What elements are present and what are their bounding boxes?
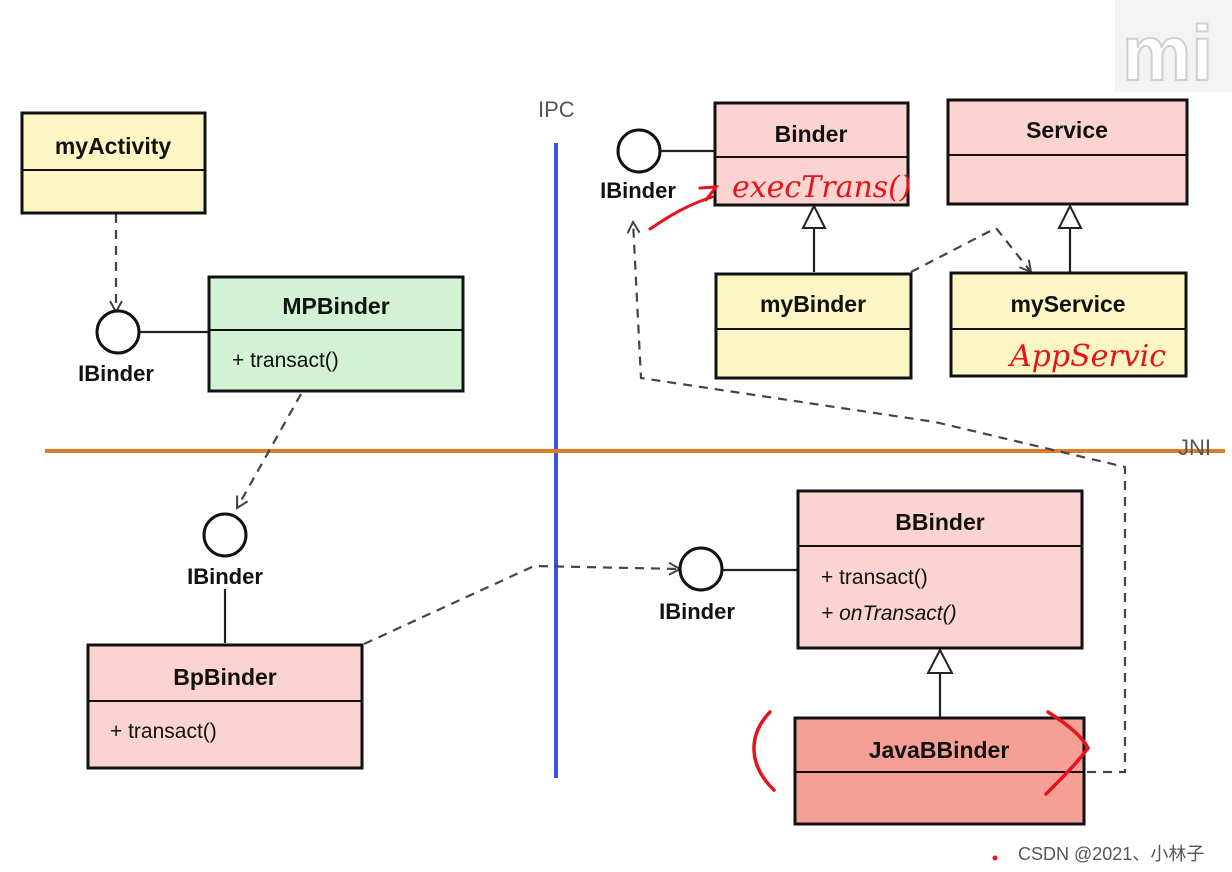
- inherit-arrow-service: [1057, 203, 1083, 229]
- ibinder-interface-binder: IBinder: [600, 128, 676, 203]
- class-mybinder: myBinder: [714, 272, 913, 380]
- class-myservice: myService: [949, 271, 1188, 378]
- class-title: myService: [1010, 291, 1125, 317]
- handwritten-brackets-javabbinder: [752, 710, 1091, 796]
- logo-watermark: mi: [1115, 0, 1232, 98]
- inherit-arrow-bbinder: [926, 647, 954, 674]
- credit-watermark: CSDN @2021、小林子: [1018, 844, 1204, 864]
- interface-circle-icon: [202, 512, 248, 558]
- svg-text:mi: mi: [1122, 9, 1213, 97]
- class-method: + onTransact(): [821, 602, 957, 625]
- right-bracket-icon: [1044, 710, 1091, 796]
- class-myactivity: myActivity: [20, 111, 207, 215]
- interface-circle-icon: [678, 546, 724, 592]
- interface-circle-icon: [616, 128, 662, 174]
- dependency-bpbinder-bbinder-ibinder: [363, 566, 680, 645]
- class-mpbinder: MPBinder + transact(): [207, 275, 465, 393]
- class-javabbinder: JavaBBinder: [793, 716, 1086, 826]
- interface-circle-icon: [95, 309, 141, 355]
- class-title: MPBinder: [282, 293, 389, 319]
- ipc-label: IPC: [538, 97, 575, 122]
- class-title: myActivity: [55, 133, 172, 159]
- class-title: BBinder: [895, 509, 985, 535]
- class-title: BpBinder: [173, 664, 277, 690]
- class-title: Service: [1026, 117, 1108, 143]
- ibinder-interface-bpbinder: IBinder: [187, 512, 263, 589]
- left-bracket-icon: [752, 710, 776, 792]
- ibinder-interface-bbinder: IBinder: [659, 546, 735, 624]
- handwritten-annotation-myservice: AppServic: [1007, 339, 1166, 374]
- interface-label: IBinder: [600, 178, 676, 203]
- dependency-mybinder-myservice: [910, 226, 1031, 272]
- interface-label: IBinder: [78, 361, 154, 386]
- interface-label: IBinder: [659, 599, 735, 624]
- class-title: myBinder: [760, 291, 866, 317]
- class-service: Service: [946, 98, 1189, 206]
- dependency-javabbinder-ibinder: [633, 222, 1127, 774]
- dependency-mpbinder-ibinder: [237, 393, 302, 508]
- class-title: Binder: [775, 121, 848, 147]
- handwritten-annotation-binder: execTrans(): [648, 170, 912, 231]
- jni-label: JNI: [1178, 435, 1211, 460]
- handwritten-text: execTrans(): [732, 170, 912, 205]
- class-title: JavaBBinder: [869, 737, 1010, 763]
- interface-label: IBinder: [187, 564, 263, 589]
- ibinder-interface-mpbinder: IBinder: [78, 309, 154, 386]
- class-method: + transact(): [110, 720, 217, 743]
- class-method: + transact(): [821, 566, 928, 589]
- inherit-arrow-binder: [801, 203, 827, 229]
- class-binder: Binder: [713, 101, 910, 207]
- handwritten-text: AppServic: [1007, 339, 1166, 374]
- class-bpbinder: BpBinder + transact(): [86, 643, 364, 770]
- class-method: + transact(): [232, 349, 339, 372]
- class-bbinder: BBinder + transact() + onTransact(): [796, 489, 1084, 650]
- dot-icon: [992, 855, 998, 861]
